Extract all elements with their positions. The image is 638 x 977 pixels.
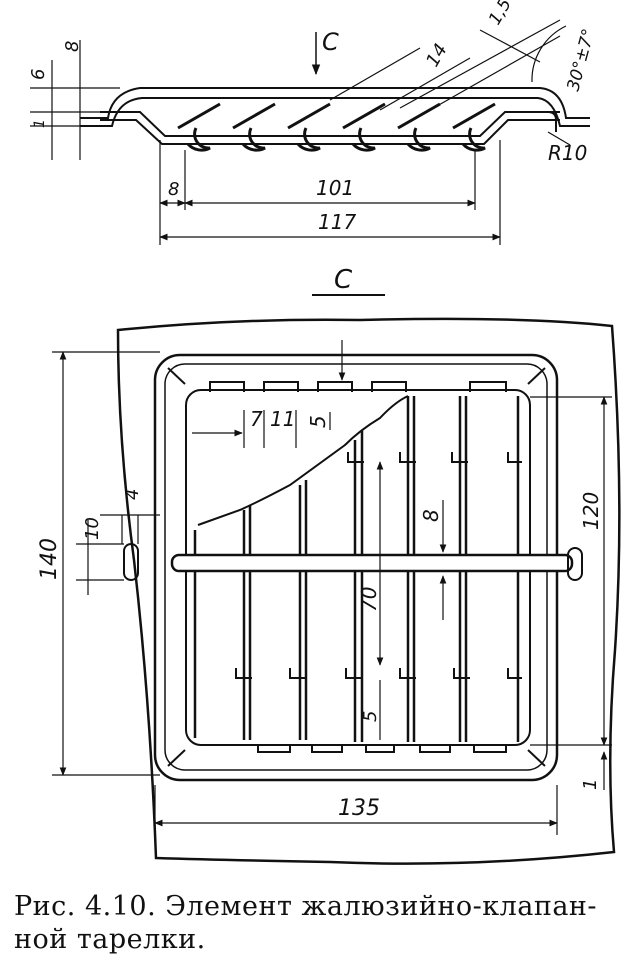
dim-120: 120 xyxy=(579,492,603,530)
dim-1-5: 1,5 xyxy=(485,0,516,28)
mounting-slot xyxy=(123,543,139,581)
dim-140: 140 xyxy=(37,538,62,580)
section-label: C xyxy=(322,28,339,56)
dim-11: 11 xyxy=(270,407,295,431)
top-tabs xyxy=(209,381,507,392)
dim-101: 101 xyxy=(316,176,354,200)
view-label: C xyxy=(334,265,353,295)
plate-profile-outer xyxy=(80,87,590,119)
dim-6: 6 xyxy=(28,69,49,80)
frame-profile xyxy=(100,111,560,137)
caption-line-1: Рис. 4.10. Элемент жалюзийно-клапан- xyxy=(14,891,598,922)
plan-dimension-lines xyxy=(52,340,612,835)
caption-line-2: ной тарелки. xyxy=(14,924,206,955)
figure-caption: Рис. 4.10. Элемент жалюзийно-клапан- ной… xyxy=(14,890,629,956)
cross-rod xyxy=(170,553,574,573)
dim-8-left: 8 xyxy=(62,41,83,52)
dim-10: 10 xyxy=(82,517,103,540)
dim-1-bottom: 1 xyxy=(580,779,601,790)
plan-view: 7 11 5 10 4 140 8 70 5 120 1 135 xyxy=(37,317,621,865)
dim-5-bottom: 5 xyxy=(360,711,381,722)
edge-hook xyxy=(547,111,557,132)
dim-135: 135 xyxy=(338,796,380,821)
bottom-tabs xyxy=(257,744,507,753)
dim-14: 14 xyxy=(422,40,452,70)
plate-profile-inner xyxy=(80,97,590,127)
dim-4: 4 xyxy=(122,489,143,500)
cutaway-edge xyxy=(197,395,409,526)
dim-117: 117 xyxy=(318,210,356,234)
dim-8-bottom: 8 xyxy=(168,179,179,200)
frame-profile-lower xyxy=(100,119,560,145)
dim-5-top: 5 xyxy=(306,415,330,428)
section-dimension-lines xyxy=(30,19,571,296)
dim-1-left: 1 xyxy=(32,119,48,128)
dim-8-mid: 8 xyxy=(419,509,443,522)
section-view: C 8 6 1 14 1,5 30°±7° R10 8 101 117 xyxy=(28,0,600,296)
dim-angle: 30°±7° xyxy=(564,27,600,94)
technical-drawing: C 8 6 1 14 1,5 30°±7° R10 8 101 117 C xyxy=(28,0,621,865)
dim-7: 7 xyxy=(250,407,263,431)
rod-end xyxy=(567,547,583,581)
clips-lower xyxy=(235,668,522,679)
clips-upper xyxy=(347,452,522,463)
dim-radius: R10 xyxy=(548,141,587,165)
dim-70: 70 xyxy=(357,587,381,612)
corner-marks xyxy=(167,367,546,767)
outer-surround xyxy=(116,317,621,865)
